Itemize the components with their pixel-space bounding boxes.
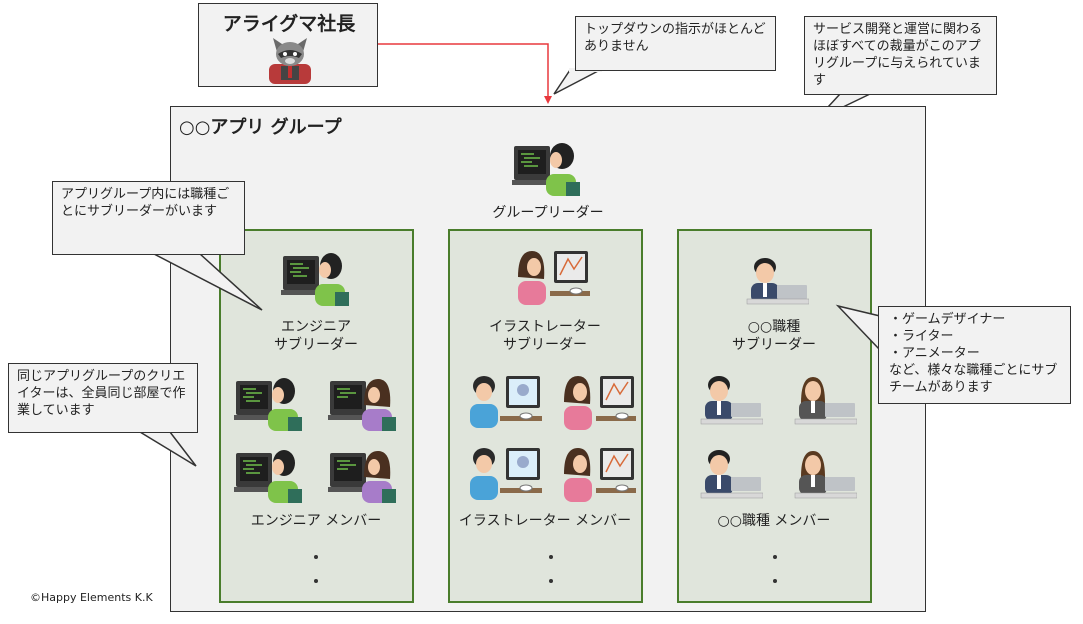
group-leader-label: グループリーダー: [492, 205, 604, 221]
president-title: アライグマ社長: [222, 13, 356, 35]
group-leader-figure: [512, 143, 580, 196]
illustrator-member-figure: [564, 448, 636, 502]
other-job-members-label: ○○職種 メンバー: [717, 513, 831, 529]
engineer-more-dot: [314, 555, 318, 559]
callout-other-jobs-pointer: [835, 304, 883, 352]
illustrator-more-dot: [549, 555, 553, 559]
callout-same-room-text: 同じアプリグループのクリエイターは、全員同じ部屋で作業しています: [17, 369, 186, 418]
callout-top-down-text: トップダウンの指示がほとんどありません: [584, 22, 766, 54]
engineer-member-figure: [234, 450, 302, 503]
other-job-more-dot: [773, 555, 777, 559]
callout-same-room: 同じアプリグループのクリエイターは、全員同じ部屋で作業しています: [8, 363, 198, 433]
callout-other-jobs-line3: ・アニメーター: [889, 346, 980, 361]
callout-top-down: トップダウンの指示がほとんどありません: [575, 16, 776, 71]
callout-authority: サービス開発と運営に関わるほぼすべての裁量がこのアプリグループに与えられています: [804, 16, 997, 95]
illustrator-member-figure: [564, 376, 636, 430]
copyright: ©Happy Elements K.K: [30, 591, 153, 604]
illustrator-sub-leader-line2: サブリーダー: [503, 337, 587, 353]
engineer-sub-leader-figure: [281, 253, 349, 306]
engineer-sub-leader-line1: エンジニア: [281, 319, 351, 335]
illustrator-sub-leader-label: イラストレーター サブリーダー: [465, 318, 625, 354]
other-job-sub-leader-line1: ○○職種: [747, 319, 801, 335]
other-job-member-figure: [700, 376, 763, 425]
other-job-member-figure: [794, 377, 857, 425]
illustrator-members-label: イラストレーター メンバー: [458, 513, 632, 529]
callout-other-jobs-line1: ・ゲームデザイナー: [889, 312, 1006, 327]
engineer-member-figure: [234, 378, 302, 431]
callout-other-jobs-line4: など、様々な職種ごとにサブチームがあります: [889, 363, 1058, 395]
other-job-sub-leader-label: ○○職種 サブリーダー: [694, 318, 854, 354]
illustrator-sub-leader-figure: [518, 251, 590, 305]
group-title: ○○アプリ グループ: [179, 117, 342, 138]
engineer-member-figure: [328, 451, 396, 503]
engineer-sub-leader-label: エンジニア サブリーダー: [236, 318, 396, 354]
engineer-member-figure: [328, 379, 396, 431]
other-job-more-dot: [773, 579, 777, 583]
callout-other-jobs: ・ゲームデザイナー ・ライター ・アニメーター など、様々な職種ごとにサブチーム…: [878, 306, 1071, 404]
illustrator-sub-leader-line1: イラストレーター: [489, 319, 601, 335]
callout-sub-leaders: アプリグループ内には職種ごとにサブリーダーがいます: [52, 181, 245, 255]
callout-same-room-pointer: [137, 429, 197, 467]
other-job-member-figure: [794, 451, 857, 499]
president-box: アライグマ社長: [198, 3, 378, 87]
callout-other-jobs-line2: ・ライター: [889, 329, 954, 344]
callout-sub-leaders-text: アプリグループ内には職種ごとにサブリーダーがいます: [61, 187, 230, 219]
other-job-member-figure: [700, 450, 763, 499]
callout-sub-leaders-pointer: [152, 251, 263, 311]
illustrator-member-figure: [470, 448, 542, 500]
illustrator-member-figure: [470, 376, 542, 428]
engineer-more-dot: [314, 579, 318, 583]
command-connector: [378, 43, 552, 104]
illustrator-more-dot: [549, 579, 553, 583]
engineer-sub-leader-line2: サブリーダー: [274, 337, 358, 353]
engineer-members-label: エンジニア メンバー: [250, 513, 382, 529]
raccoon-president-icon: [269, 38, 311, 84]
callout-authority-text: サービス開発と運営に関わるほぼすべての裁量がこのアプリグループに与えられています: [813, 22, 983, 88]
other-job-sub-leader-figure: [746, 258, 809, 305]
other-job-sub-leader-line2: サブリーダー: [732, 337, 816, 353]
